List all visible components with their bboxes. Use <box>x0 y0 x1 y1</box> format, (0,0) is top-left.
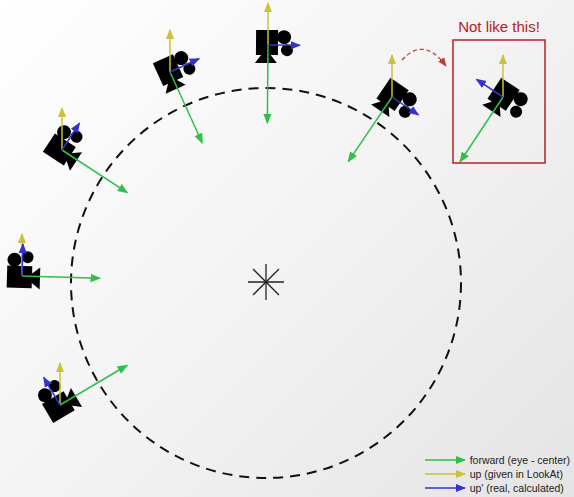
camera <box>152 30 202 143</box>
camera <box>255 3 300 123</box>
pointer-arrow <box>402 49 446 66</box>
camera <box>34 363 127 424</box>
warning-title: Not like this! <box>452 18 546 36</box>
legend-sample <box>423 454 467 466</box>
center-star <box>248 264 284 300</box>
legend-text: up' (real, calculated) <box>470 482 564 494</box>
legend-text: up (given in LookAt) <box>470 468 563 480</box>
orbit-circle <box>71 88 461 478</box>
camera <box>42 108 127 193</box>
legend: forward (eye - center) up (given in LookA… <box>423 453 570 495</box>
camera <box>7 234 100 290</box>
legend-row: up' (real, calculated) <box>423 481 570 495</box>
warning-box: Not like this! <box>452 18 546 164</box>
warning-outline <box>452 18 546 164</box>
legend-sample <box>423 482 467 494</box>
legend-sample <box>423 468 467 480</box>
camera <box>348 55 421 162</box>
legend-text: forward (eye - center) <box>470 454 570 466</box>
legend-row: forward (eye - center) <box>423 453 570 467</box>
camera <box>460 55 532 162</box>
legend-row: up (given in LookAt) <box>423 467 570 481</box>
